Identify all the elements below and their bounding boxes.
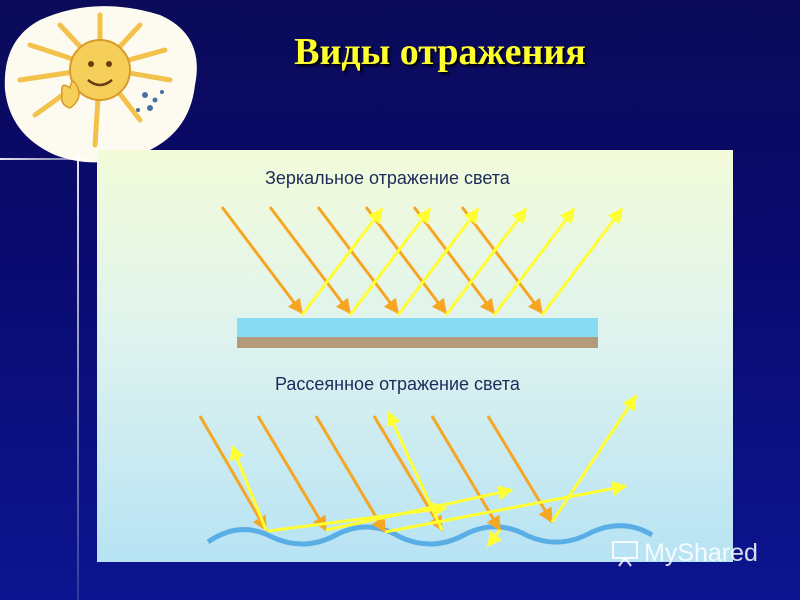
- reflected-ray: [386, 410, 444, 531]
- reflected-ray: [384, 481, 628, 534]
- mirror-surface: [237, 318, 598, 337]
- incident-ray: [486, 415, 554, 524]
- reflected-ray: [444, 207, 528, 316]
- specular-reflection-label: Зеркальное отражение света: [265, 168, 510, 188]
- diffuse-reflected-rays: [230, 394, 638, 548]
- reflected-ray: [348, 207, 432, 316]
- reflected-ray: [325, 485, 514, 532]
- reflected-ray: [540, 207, 624, 316]
- diffuse-reflection-label: Рассеянное отражение света: [275, 374, 520, 394]
- slide-title: Виды отражения: [294, 31, 586, 73]
- incident-ray: [412, 206, 496, 315]
- incident-ray: [256, 415, 328, 532]
- reflected-ray: [550, 394, 638, 523]
- incident-ray: [364, 206, 448, 315]
- watermark: MyShared: [610, 538, 758, 568]
- specular-incident-rays: [220, 206, 544, 315]
- reflected-ray: [492, 207, 576, 316]
- incident-ray: [220, 206, 304, 315]
- rough-surface: [206, 523, 654, 547]
- presentation-icon: [612, 541, 638, 567]
- guide-line-horizontal: [0, 158, 100, 160]
- reflected-ray: [486, 529, 503, 548]
- guide-line-vertical: [77, 150, 79, 600]
- incident-ray: [460, 206, 544, 315]
- sun-logo: [4, 6, 197, 163]
- mirror-base: [237, 337, 598, 348]
- incident-ray: [268, 206, 352, 315]
- diffuse-incident-rays: [198, 415, 554, 534]
- watermark-text: MyShared: [644, 538, 758, 567]
- incident-ray: [314, 415, 387, 534]
- reflected-ray: [396, 207, 480, 316]
- specular-reflected-rays: [300, 207, 624, 316]
- reflected-ray: [300, 207, 384, 316]
- incident-ray: [198, 415, 268, 532]
- reflected-ray: [230, 444, 268, 531]
- incident-ray: [316, 206, 400, 315]
